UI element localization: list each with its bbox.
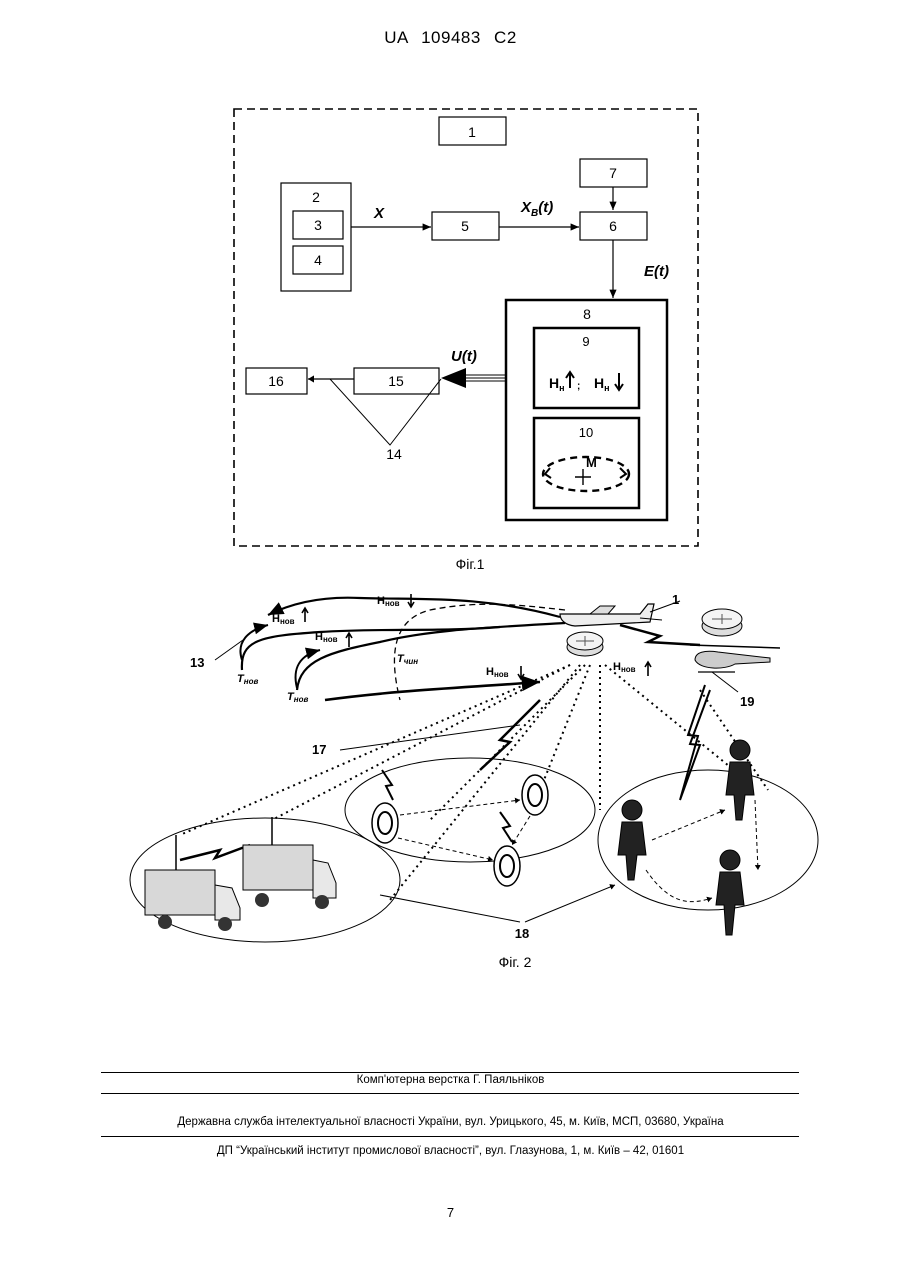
person-icon: [716, 850, 744, 935]
trajectory-lower: [325, 682, 540, 700]
block-9-height-indicators: Hн ; Hн: [549, 372, 623, 393]
fig2-diagram: Hнов Hнов Hнов Hнов Hнов Tнов Tнов Tчин …: [130, 592, 818, 970]
trajectory-upper: [268, 598, 560, 617]
footer-rule: [101, 1093, 799, 1094]
block-10-label: 10: [579, 425, 593, 440]
svg-text:Hнов: Hнов: [315, 631, 338, 644]
label-19: 19: [740, 694, 754, 709]
signal-u: U(t): [451, 348, 477, 365]
airplane-icon: [560, 604, 662, 626]
leader-13: [215, 640, 243, 660]
signal-xb: XB(t): [520, 199, 553, 219]
svg-text:Hн: Hн: [594, 375, 610, 393]
lightning-icon: [620, 625, 700, 645]
label-13: 13: [190, 655, 204, 670]
svg-text:Tнов: Tнов: [237, 673, 258, 686]
footer-rule: [101, 1072, 799, 1073]
figures-canvas: 1 2 3 4 X 5 XB(t) 7 6 E(t) 8 9 Hн ; Hн: [0, 0, 901, 1000]
fig1-diagram: 1 2 3 4 X 5 XB(t) 7 6 E(t) 8 9 Hн ; Hн: [234, 109, 698, 572]
block-4-label: 4: [314, 252, 322, 268]
block-1-label: 1: [468, 124, 476, 140]
svg-text:Hнов: Hнов: [613, 661, 636, 674]
block-15-label: 15: [388, 373, 404, 389]
arrow-8-to-15: [441, 368, 506, 388]
truck-icon: [243, 817, 336, 909]
arrow-up-icon: [645, 662, 651, 676]
leader-17: [340, 725, 520, 750]
router-icon: [702, 609, 742, 636]
block-8-label: 8: [583, 306, 591, 322]
label-17: 17: [312, 742, 326, 757]
person-icon: [726, 740, 754, 820]
helicopter-icon: [690, 645, 780, 672]
person-icon: [618, 800, 646, 880]
fig1-caption: Фіг.1: [456, 556, 485, 572]
label-1: 1: [672, 592, 679, 607]
lightning-icon: [480, 700, 540, 770]
time-labels: Tнов Tнов Tчин: [237, 653, 418, 704]
arrow-down-icon: [615, 373, 623, 390]
footer-layout-credit: Комп'ютерна верстка Г. Паяльніков: [0, 1074, 901, 1086]
svg-text:Tчин: Tчин: [397, 653, 418, 666]
svg-text:Hнов: Hнов: [272, 613, 295, 626]
arrow-up-icon: [346, 633, 352, 647]
signal-e: E(t): [644, 263, 669, 280]
truck-icon: [145, 835, 240, 931]
lightning-icon: [180, 845, 250, 860]
crosshair-icon: [575, 469, 591, 485]
trajectory-13: [242, 627, 500, 670]
signal-x: X: [373, 205, 385, 222]
lightning-icon: [680, 685, 710, 800]
arrow-up-icon: [566, 372, 574, 388]
svg-text:Hн: Hн: [549, 375, 565, 393]
svg-text:Hнов: Hнов: [377, 595, 400, 608]
block-5-label: 5: [461, 218, 469, 234]
block-8: [506, 300, 667, 520]
label-14: 14: [386, 446, 402, 462]
orbit-arrow-left-icon: [545, 468, 551, 478]
block-16-label: 16: [268, 373, 284, 389]
leader-19: [712, 672, 738, 692]
label-18: 18: [515, 926, 529, 941]
arrow-down-icon: [408, 594, 414, 607]
footer-agency: Державна служба інтелектуальної власност…: [0, 1116, 901, 1128]
beacon-icon: [494, 812, 520, 886]
arrow-down-icon: [518, 666, 524, 679]
router-icon: [567, 632, 603, 656]
beacon-icon: [522, 775, 548, 815]
block-6-label: 6: [609, 218, 617, 234]
block-3-label: 3: [314, 217, 322, 233]
footer-institute: ДП “Український інститут промислової вла…: [0, 1145, 901, 1157]
svg-text:Tнов: Tнов: [287, 691, 308, 704]
point-m-label: M: [586, 455, 597, 470]
block-2-label: 2: [312, 189, 320, 205]
leader-18: [380, 885, 615, 922]
trajectory-middle: [297, 623, 565, 690]
orbit-arrow-right-icon: [620, 468, 626, 478]
svg-text:Hнов: Hнов: [486, 666, 509, 679]
footer-rule: [101, 1136, 799, 1137]
link-14-lines: [330, 379, 441, 445]
page-number: 7: [0, 1205, 901, 1220]
block-7-label: 7: [609, 165, 617, 181]
beacon-icon: [372, 770, 398, 843]
svg-text:;: ;: [577, 381, 580, 392]
fig2-caption: Фіг. 2: [499, 954, 532, 970]
block-9-label: 9: [582, 334, 589, 349]
arrow-up-icon: [302, 608, 308, 622]
